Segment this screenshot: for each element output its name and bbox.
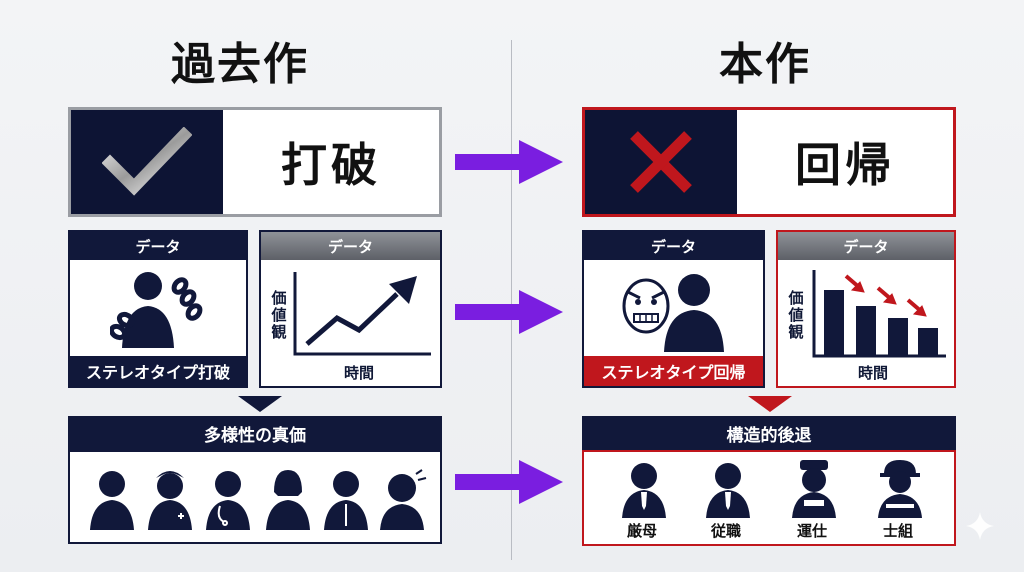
x-mark-icon-panel xyxy=(585,110,737,214)
sparkle-icon xyxy=(966,512,994,540)
left-result-text: 打破 xyxy=(281,138,381,192)
left-data-card-person: データ ステレオタイプ打破 xyxy=(68,230,248,388)
right-data-card-person: データ ステレオタイプ回帰 xyxy=(582,230,765,388)
card-header: データ xyxy=(70,232,246,260)
left-diverse-people-panel xyxy=(68,450,442,544)
right-data-card-chart: データ 価値観 時間 xyxy=(776,230,956,388)
uniform-role-people-icons xyxy=(622,460,922,518)
falling-bar-chart-icon xyxy=(812,270,946,358)
chart-xlabel: 時間 xyxy=(858,364,889,382)
right-arrow-icon xyxy=(455,140,563,184)
right-role-people-panel: 厳母 従職 運仕 士組 xyxy=(582,450,956,546)
x-mark-icon xyxy=(630,131,692,193)
check-icon-panel xyxy=(71,110,223,214)
role-label: 士組 xyxy=(883,522,914,540)
role-label: 厳母 xyxy=(627,522,658,540)
left-data-card-chart: データ 価値観 時間 xyxy=(259,230,442,388)
chart-ylabel: 価値観 xyxy=(788,289,804,341)
right-result-text: 回帰 xyxy=(795,138,895,192)
card-header: データ xyxy=(584,232,763,260)
role-label: 運仕 xyxy=(797,522,828,540)
right-column-title: 本作 xyxy=(719,39,811,90)
left-column-title: 過去作 xyxy=(171,39,309,90)
role-label: 従職 xyxy=(711,522,742,540)
card-header: データ xyxy=(261,232,440,260)
diverse-people-icons xyxy=(90,469,427,530)
card-footer: ステレオタイプ打破 xyxy=(70,356,246,386)
right-arrow-icon xyxy=(455,460,563,504)
chart-xlabel: 時間 xyxy=(344,364,375,382)
down-pointer-icon xyxy=(238,396,282,412)
center-divider xyxy=(511,40,512,560)
down-pointer-icon xyxy=(748,396,792,412)
left-result-box: 打破 xyxy=(68,107,442,217)
chart-ylabel: 価値観 xyxy=(271,289,287,341)
card-header: データ xyxy=(778,232,954,260)
chained-person-icon xyxy=(110,272,203,348)
angry-mask-person-icon xyxy=(622,274,724,352)
rising-line-chart-icon xyxy=(293,272,431,356)
right-arrow-icon xyxy=(455,290,563,334)
card-footer: ステレオタイプ回帰 xyxy=(584,356,763,386)
check-icon xyxy=(102,127,192,196)
right-result-box: 回帰 xyxy=(582,107,956,217)
left-summary-bar: 多様性の真価 xyxy=(68,416,442,450)
right-summary-bar: 構造的後退 xyxy=(582,416,956,450)
